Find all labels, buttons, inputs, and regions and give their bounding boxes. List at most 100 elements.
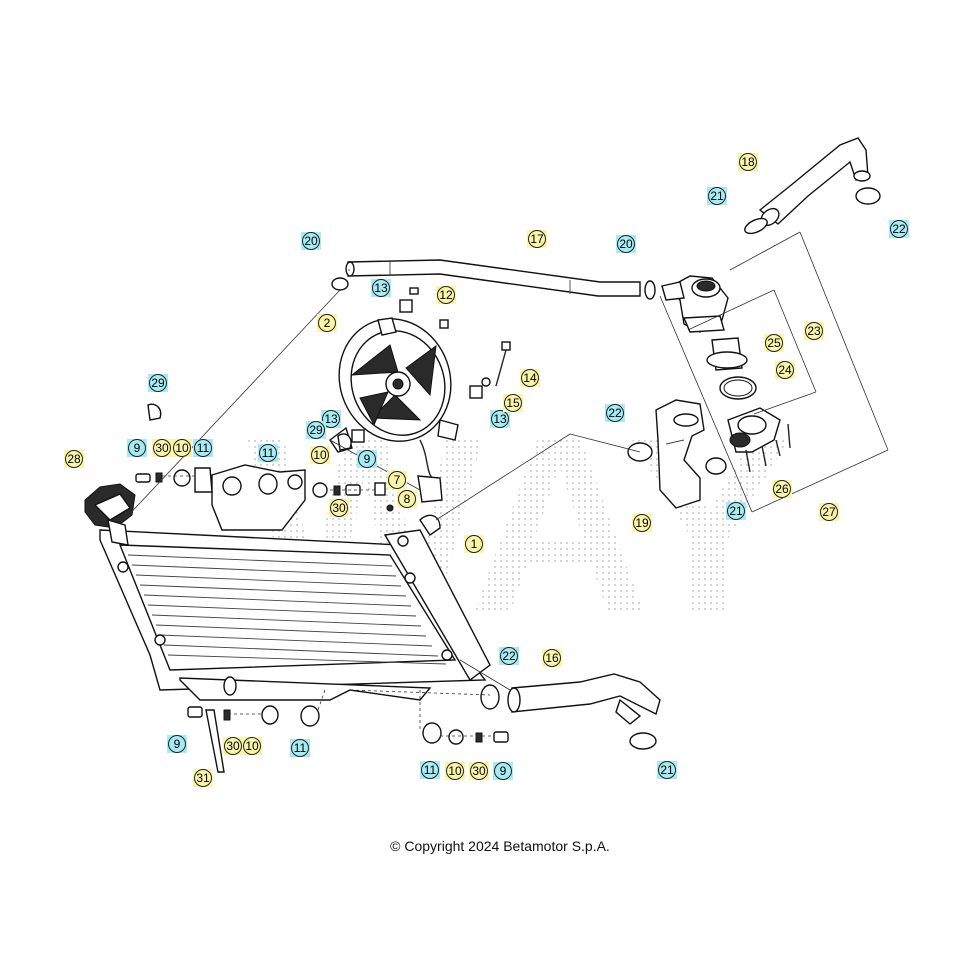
callout-ring [302, 232, 320, 250]
callout-ring [504, 394, 522, 412]
callout-c1: 1 [464, 535, 484, 553]
callout-c21b: 21 [726, 502, 746, 520]
callout-label: 23 [807, 324, 821, 338]
hose-clamp-20-right [644, 280, 656, 300]
callout-background [445, 762, 465, 780]
callout-ring [765, 334, 783, 352]
callout-background [469, 762, 489, 780]
callout-ring [291, 739, 309, 757]
callout-background [605, 404, 625, 422]
callout-label: 9 [364, 452, 371, 466]
hose-clamp-22-low [480, 684, 500, 710]
callout-background [172, 439, 192, 457]
hose-clamp-21-low [629, 732, 657, 750]
callout-ring [739, 153, 757, 171]
callout-background [223, 737, 243, 755]
callout-background [127, 439, 147, 457]
callout-ring [243, 737, 261, 755]
callout-c9a: 9 [127, 439, 147, 457]
callout-background [503, 394, 523, 412]
callout-c10a: 10 [172, 439, 192, 457]
callout-c10b: 10 [310, 446, 330, 464]
callout-c21c: 21 [657, 761, 677, 779]
callout-ring [194, 439, 212, 457]
callout-c13c: 13 [490, 410, 510, 428]
callout-ring [617, 235, 635, 253]
callout-c22b: 22 [605, 404, 625, 422]
callout-label: 11 [294, 741, 307, 755]
callout-background [804, 322, 824, 340]
callout-ring [470, 762, 488, 780]
callout-label: 19 [635, 516, 649, 530]
callout-background [772, 480, 792, 498]
callout-background [397, 490, 417, 508]
callout-c29a: 29 [148, 374, 168, 392]
callout-label: 7 [394, 473, 401, 487]
mount-hardware-bottom-center [422, 722, 509, 745]
callout-ring [372, 279, 390, 297]
callout-label: 21 [729, 504, 743, 518]
callout-c2: 2 [317, 314, 337, 332]
copyright-notice: © Copyright 2024 Betamotor S.p.A. [390, 838, 610, 854]
callout-background [819, 503, 839, 521]
callout-c19: 19 [632, 514, 652, 532]
callout-c9d: 9 [493, 762, 513, 780]
callout-ring [776, 361, 794, 379]
callout-ring [633, 514, 651, 532]
hose-clamp-22-top [855, 187, 881, 205]
callout-ring [820, 503, 838, 521]
callout-label: 30 [472, 764, 486, 778]
callout-c24: 24 [775, 361, 795, 379]
callout-background [317, 314, 337, 332]
callout-ring [307, 421, 325, 439]
callout-background [420, 761, 440, 779]
callout-c11b: 11 [258, 444, 278, 462]
callout-ring [446, 762, 464, 780]
callout-c10c: 10 [242, 737, 262, 755]
mount-hardware-left [135, 403, 278, 495]
callout-ring [168, 735, 186, 753]
callout-background [258, 444, 278, 462]
callout-label: 9 [174, 737, 181, 751]
callout-label: 25 [767, 336, 781, 350]
callout-background [616, 235, 636, 253]
radiator [99, 464, 491, 701]
callout-background [490, 410, 510, 428]
callout-ring [153, 439, 171, 457]
callout-background [464, 535, 484, 553]
callout-label: 13 [493, 412, 507, 426]
callout-label: 11 [197, 441, 210, 455]
callout-label: 16 [545, 651, 559, 665]
callout-label: 27 [822, 505, 836, 519]
callout-c30d: 30 [469, 762, 489, 780]
callout-c11d: 11 [420, 761, 440, 779]
callout-ring [311, 446, 329, 464]
callout-background [726, 502, 746, 520]
callout-label: 22 [608, 406, 622, 420]
callout-c10d: 10 [445, 762, 465, 780]
hose-19 [655, 399, 705, 509]
callout-label: 20 [304, 234, 318, 248]
radiator-cap [84, 483, 136, 546]
callout-c30b: 30 [329, 499, 349, 517]
callout-c14: 14 [520, 369, 540, 387]
callout-label: 30 [155, 441, 169, 455]
callout-background [775, 361, 795, 379]
callout-background [167, 735, 187, 753]
callout-label: 11 [424, 763, 437, 777]
hose-clamp-21-top [744, 217, 768, 235]
leader-lines [123, 231, 889, 737]
callout-c30a: 30 [152, 439, 172, 457]
callout-c28: 28 [64, 450, 84, 468]
hose-18 [758, 137, 871, 227]
callout-label: 21 [710, 189, 724, 203]
callout-label: 10 [313, 448, 327, 462]
callout-label: 10 [175, 441, 189, 455]
callout-background [301, 232, 321, 250]
callout-background [738, 153, 758, 171]
callout-background [632, 514, 652, 532]
callout-label: 12 [439, 288, 453, 302]
callout-background [707, 187, 727, 205]
callout-label: 30 [332, 501, 346, 515]
